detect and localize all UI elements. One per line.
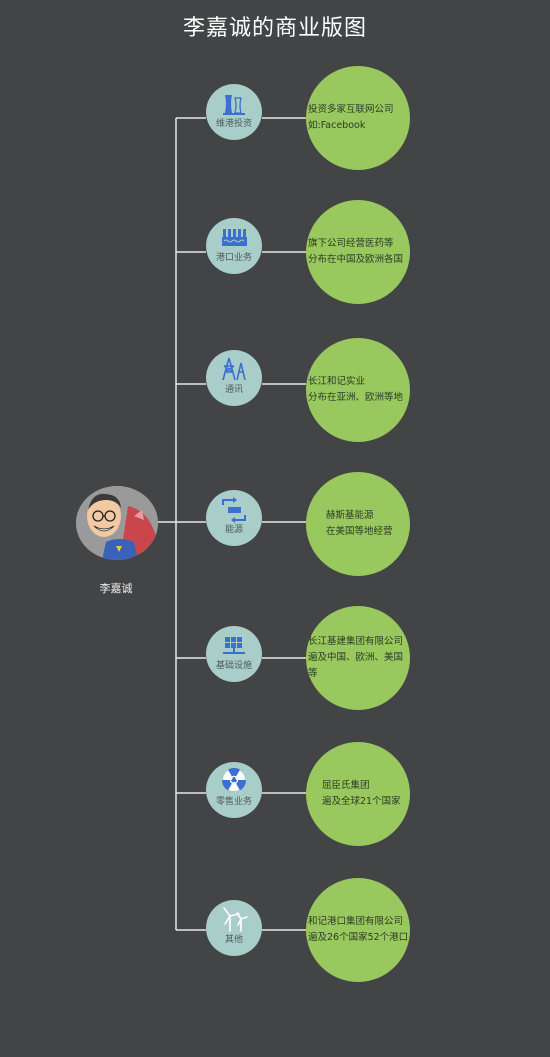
description-line: 长江基建集团有限公司: [308, 636, 404, 647]
category-node-3: 通讯: [206, 350, 262, 406]
description-line: 等: [308, 668, 318, 679]
description-line: 屈臣氏集团: [322, 780, 370, 791]
description-node-2: 旗下公司经营医药等 分布在中国及欧洲各国: [306, 200, 410, 304]
description-line: 和记港口集团有限公司: [308, 916, 404, 927]
description-line: 遍及全球21个国家: [322, 796, 401, 807]
description-line: 遍及26个国家52个港口: [308, 932, 409, 943]
category-node-6: 零售业务: [206, 762, 262, 818]
category-label: 港口业务: [215, 253, 252, 263]
person-avatar: [76, 486, 158, 560]
description-node-5: 长江基建集团有限公司 遍及中国、欧洲、美国 等: [306, 606, 410, 710]
description-line: 分布在中国及欧洲各国: [308, 254, 404, 265]
wind-turbine-icon: [223, 907, 248, 932]
category-label: 通讯: [224, 385, 243, 395]
category-node-4: 能源: [206, 490, 262, 546]
solar-panel-icon: [223, 637, 245, 654]
category-label: 零售业务: [215, 797, 252, 807]
description-line: 旗下公司经营医药等: [308, 238, 394, 249]
category-label: 能源: [224, 525, 243, 535]
category-node-7: 其他: [206, 900, 262, 956]
description-node-7: 和记港口集团有限公司 遍及26个国家52个港口: [306, 878, 410, 982]
description-line: 遍及中国、欧洲、美国: [308, 652, 404, 663]
factory-icon: [222, 229, 247, 246]
category-label: 其他: [224, 935, 243, 945]
description-node-3: 长江和记实业 分布在亚洲、欧洲等地: [306, 338, 410, 442]
category-node-2: 港口业务: [206, 218, 262, 274]
category-node-5: 基础设施: [206, 626, 262, 682]
category-node-1: 维港投资: [206, 84, 262, 140]
description-line: 长江和记实业: [308, 376, 366, 387]
description-node-4: 赫斯基能源 在美国等地经营: [306, 472, 410, 576]
category-label: 维港投资: [215, 119, 252, 129]
energy-exchange-icon: [222, 497, 246, 523]
cooling-tower-icon: [223, 95, 245, 115]
description-node-1: 投资多家互联网公司 如:Facebook: [306, 66, 410, 170]
page-title: 李嘉诚的商业版图: [182, 16, 367, 41]
category-label: 基础设施: [215, 661, 252, 671]
description-line: 在美国等地经营: [326, 526, 393, 537]
transmission-tower-icon: [222, 357, 246, 381]
description-line: 投资多家互联网公司: [308, 104, 394, 115]
description-line: 赫斯基能源: [326, 510, 374, 521]
radiation-icon: [222, 767, 246, 791]
description-node-6: 屈臣氏集团 遍及全球21个国家: [306, 742, 410, 846]
description-line: 分布在亚洲、欧洲等地: [308, 392, 404, 403]
description-line: 如:Facebook: [308, 120, 366, 131]
person-name: 李嘉诚: [99, 582, 133, 595]
